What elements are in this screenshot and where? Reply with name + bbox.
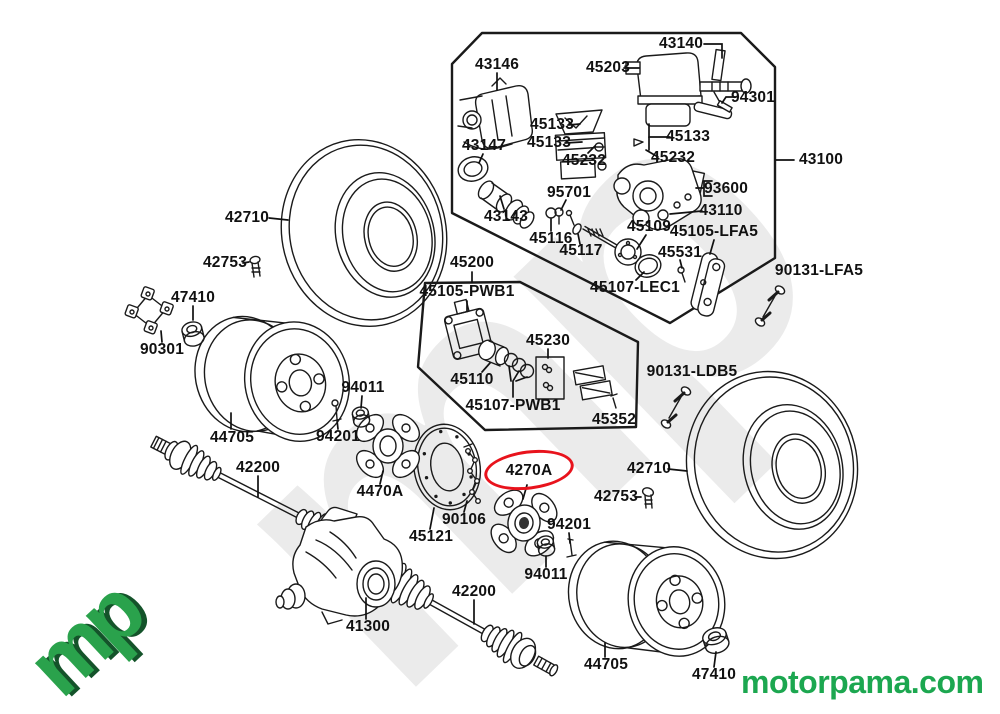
part-label-45117[interactable]: 45117 <box>559 242 603 259</box>
axle-nut-47410-left <box>181 321 205 347</box>
carb-heater-43146 <box>457 77 534 150</box>
part-label-94011-right[interactable]: 94011 <box>524 566 568 583</box>
part-label-93600[interactable]: 93600 <box>703 180 749 197</box>
screws-95701 <box>554 207 575 226</box>
part-label-42200-lower[interactable]: 42200 <box>451 583 497 600</box>
part-label-94011-left[interactable]: 94011 <box>341 379 385 396</box>
carburetor-43140 <box>625 48 752 127</box>
joint-set-90301 <box>124 286 174 335</box>
hub-nut-94011-left <box>351 406 371 428</box>
site-name-text[interactable]: motorpama.com <box>741 664 984 700</box>
part-label-47410-right[interactable]: 47410 <box>691 666 737 683</box>
differential-41300 <box>275 506 404 625</box>
cotter-pin-94201-right <box>566 538 577 558</box>
part-label-43140[interactable]: 43140 <box>658 35 704 52</box>
bearing-45109 <box>614 238 642 266</box>
part-label-44705-left[interactable]: 44705 <box>209 429 255 446</box>
part-label-42710-left[interactable]: 42710 <box>224 209 270 226</box>
part-label-45203[interactable]: 45203 <box>585 59 631 76</box>
valve-stem-42753-left <box>249 255 261 278</box>
brake-pads-45352 <box>572 365 618 409</box>
part-label-4270A-highlighted[interactable]: 4270A <box>505 462 553 479</box>
speed-sensor-90106 <box>463 443 482 505</box>
brake-disc-45121 <box>412 423 482 511</box>
part-label-43146[interactable]: 43146 <box>474 56 520 73</box>
washer-45117 <box>572 223 582 235</box>
part-label-90301[interactable]: 90301 <box>139 341 185 358</box>
part-label-45121[interactable]: 45121 <box>408 528 454 545</box>
part-label-43143[interactable]: 43143 <box>483 208 529 225</box>
wheel-rim-44705-right <box>567 540 726 657</box>
dust-seal-43147 <box>457 156 489 182</box>
leader-lines <box>160 43 737 668</box>
part-label-43147[interactable]: 43147 <box>461 137 507 154</box>
part-label-45133-c[interactable]: 45133 <box>665 128 711 145</box>
part-label-4470A[interactable]: 4470A <box>356 483 404 500</box>
part-label-45105-LFA5[interactable]: 45105-LFA5 <box>669 223 759 240</box>
part-label-45107-PWB1[interactable]: 45107-PWB1 <box>465 397 561 414</box>
intake-duct-43143 <box>477 180 535 229</box>
axle-shaft-42200-lower <box>382 562 559 677</box>
part-label-94301[interactable]: 94301 <box>730 89 776 106</box>
part-label-45133-b[interactable]: 45133 <box>526 134 572 151</box>
part-label-42200-upper[interactable]: 42200 <box>235 459 281 476</box>
part-label-45109[interactable]: 45109 <box>626 218 672 235</box>
part-label-90131-LFA5[interactable]: 90131-LFA5 <box>774 262 864 279</box>
part-label-45110[interactable]: 45110 <box>450 371 494 388</box>
part-label-90106[interactable]: 90106 <box>441 511 487 528</box>
part-label-45352[interactable]: 45352 <box>591 411 637 428</box>
intake-funnel-45133 <box>554 109 644 180</box>
part-label-45200[interactable]: 45200 <box>449 254 495 271</box>
part-label-41300[interactable]: 41300 <box>345 618 391 635</box>
part-label-45107-LEC1[interactable]: 45107-LEC1 <box>590 279 680 296</box>
part-label-94201-left[interactable]: 94201 <box>315 428 361 445</box>
part-label-43110[interactable]: 43110 <box>699 202 743 219</box>
tire-42710-right <box>685 370 859 560</box>
part-label-45116[interactable]: 45116 <box>529 230 573 247</box>
hub-4470A <box>355 413 421 479</box>
part-label-95701[interactable]: 95701 <box>546 184 592 201</box>
motorpama-logo: mp <box>9 566 159 714</box>
part-label-45105-PWB1[interactable]: 45105-PWB1 <box>419 283 515 300</box>
seal-kit-45230 <box>535 356 565 400</box>
bolt-90131-LDB5 <box>660 386 692 429</box>
hub-nut-94011-right <box>536 535 556 557</box>
caliper-piston-45110 <box>478 339 535 379</box>
part-label-43100[interactable]: 43100 <box>798 151 844 168</box>
oil-pump-93600 <box>613 158 706 231</box>
oring-45107-LEC1 <box>634 254 662 278</box>
part-label-90131-LDB5[interactable]: 90131-LDB5 <box>646 363 738 380</box>
part-label-42753-right[interactable]: 42753 <box>593 488 639 505</box>
part-label-45232-b[interactable]: 45232 <box>650 149 696 166</box>
tire-42710-left <box>280 138 448 328</box>
part-label-45232-a[interactable]: 45232 <box>561 152 607 169</box>
caliper-bracket-45105-PWB1 <box>443 298 494 360</box>
valve-stem-42753-right <box>641 487 655 509</box>
part-label-47410-left[interactable]: 47410 <box>170 289 216 306</box>
part-label-42753-left[interactable]: 42753 <box>202 254 248 271</box>
snap-ring-45116 <box>545 207 557 219</box>
part-label-42710-right[interactable]: 42710 <box>626 460 672 477</box>
group-outline-43100 <box>450 31 795 325</box>
bolt-90131-LFA5 <box>754 285 786 327</box>
part-label-94201-right[interactable]: 94201 <box>546 516 592 533</box>
wheel-rim-44705-left <box>194 315 351 442</box>
part-label-45531[interactable]: 45531 <box>657 244 703 261</box>
part-label-45133-a[interactable]: 45133 <box>529 116 575 133</box>
bracket-45105-LFA5 <box>690 252 726 317</box>
part-label-45230[interactable]: 45230 <box>525 332 571 349</box>
part-label-44705-right[interactable]: 44705 <box>583 656 629 673</box>
axle-nut-47410-right <box>702 627 730 654</box>
group-outline-45200 <box>416 271 640 432</box>
